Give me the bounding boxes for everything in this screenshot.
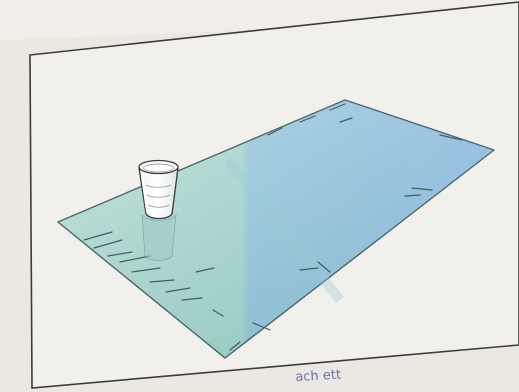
cup-reflection — [142, 215, 176, 261]
plastic-cup — [139, 161, 178, 219]
